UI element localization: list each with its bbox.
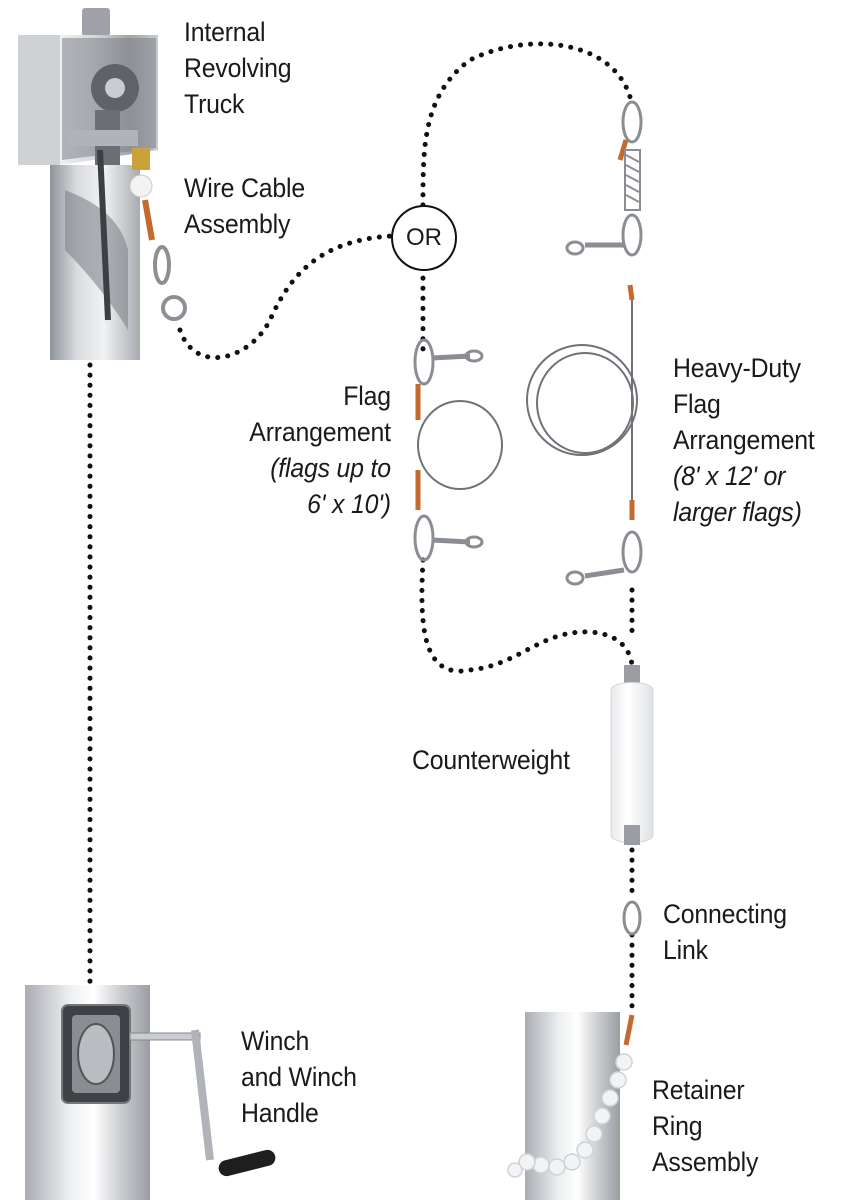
label-line: Arrangement bbox=[673, 425, 815, 455]
label-line-note: larger flags) bbox=[673, 497, 802, 527]
label-line: Link bbox=[663, 935, 708, 965]
label-wire-cable-assembly: Wire Cable Assembly bbox=[184, 170, 305, 242]
label-line: Winch bbox=[241, 1026, 310, 1056]
label-counterweight: Counterweight bbox=[412, 742, 570, 778]
label-line: Truck bbox=[184, 89, 245, 119]
rope-lines bbox=[87, 41, 635, 1018]
label-line: Internal bbox=[184, 17, 266, 47]
label-line: Heavy-Duty bbox=[673, 353, 801, 383]
label-retainer-ring-assembly: Retainer Ring Assembly bbox=[652, 1072, 758, 1180]
label-line: Connecting bbox=[663, 899, 787, 929]
label-line-note: (8' x 12' or bbox=[673, 461, 786, 491]
retainer-pole bbox=[507, 1012, 635, 1200]
label-line: Assembly bbox=[652, 1147, 759, 1177]
counterweight bbox=[610, 665, 654, 845]
label-line: Handle bbox=[241, 1098, 319, 1128]
label-winch: Winch and Winch Handle bbox=[241, 1023, 357, 1131]
rope-flag-bottom bbox=[419, 557, 635, 674]
rope-truck-to-or bbox=[177, 233, 395, 360]
label-line: and Winch bbox=[241, 1062, 357, 1092]
label-line-note: (flags up to bbox=[270, 453, 391, 483]
label-line: Retainer bbox=[652, 1075, 745, 1105]
label-heavy-duty-flag-arrangement: Heavy-Duty Flag Arrangement (8' x 12' or… bbox=[673, 350, 815, 530]
rope-or-top-arc bbox=[420, 41, 635, 208]
label-line: Assembly bbox=[184, 209, 291, 239]
label-line: Revolving bbox=[184, 53, 292, 83]
internal-revolving-truck bbox=[18, 8, 187, 360]
label-line: Arrangement bbox=[249, 417, 391, 447]
label-line: Wire Cable bbox=[184, 173, 306, 203]
or-badge: OR bbox=[391, 205, 457, 271]
label-line: Ring bbox=[652, 1111, 703, 1141]
label-line: Flag bbox=[673, 389, 721, 419]
or-label: OR bbox=[406, 224, 442, 251]
label-line-note: 6' x 10') bbox=[307, 489, 391, 519]
label-line: Flag bbox=[343, 381, 391, 411]
heavy-duty-hardware bbox=[526, 100, 643, 586]
label-line: Counterweight bbox=[412, 745, 570, 775]
label-connecting-link: Connecting Link bbox=[663, 896, 787, 968]
label-internal-revolving-truck: Internal Revolving Truck bbox=[184, 14, 292, 122]
connecting-link bbox=[622, 900, 642, 936]
label-flag-arrangement: Flag Arrangement (flags up to 6' x 10') bbox=[249, 378, 391, 522]
flag-arrangement-hardware bbox=[413, 338, 503, 562]
winch-pole bbox=[25, 985, 276, 1200]
